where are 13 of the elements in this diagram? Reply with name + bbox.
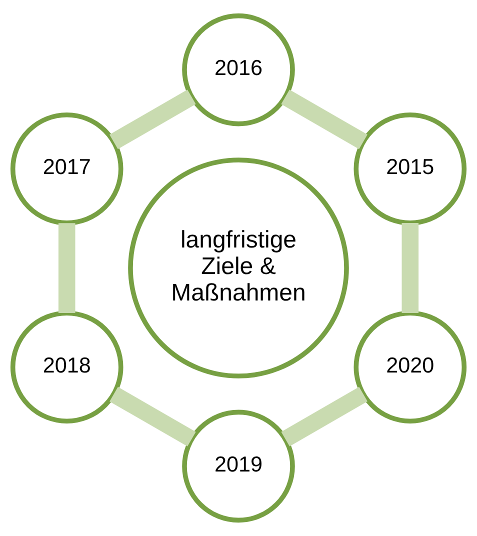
connector xyxy=(402,223,419,313)
connector xyxy=(58,223,76,313)
node-circle: 2015 xyxy=(354,112,467,226)
node-circle: langfristige Ziele & Maßnahmen xyxy=(128,158,349,378)
node-circle: 2016 xyxy=(182,13,295,126)
connector xyxy=(281,386,368,446)
node-circle: 2020 xyxy=(354,310,467,424)
connector xyxy=(281,90,368,150)
connector xyxy=(110,386,196,446)
connector xyxy=(110,90,196,150)
node-circle: 2018 xyxy=(10,310,124,424)
node-circle: 2017 xyxy=(10,112,124,226)
node-circle: 2019 xyxy=(182,410,295,523)
